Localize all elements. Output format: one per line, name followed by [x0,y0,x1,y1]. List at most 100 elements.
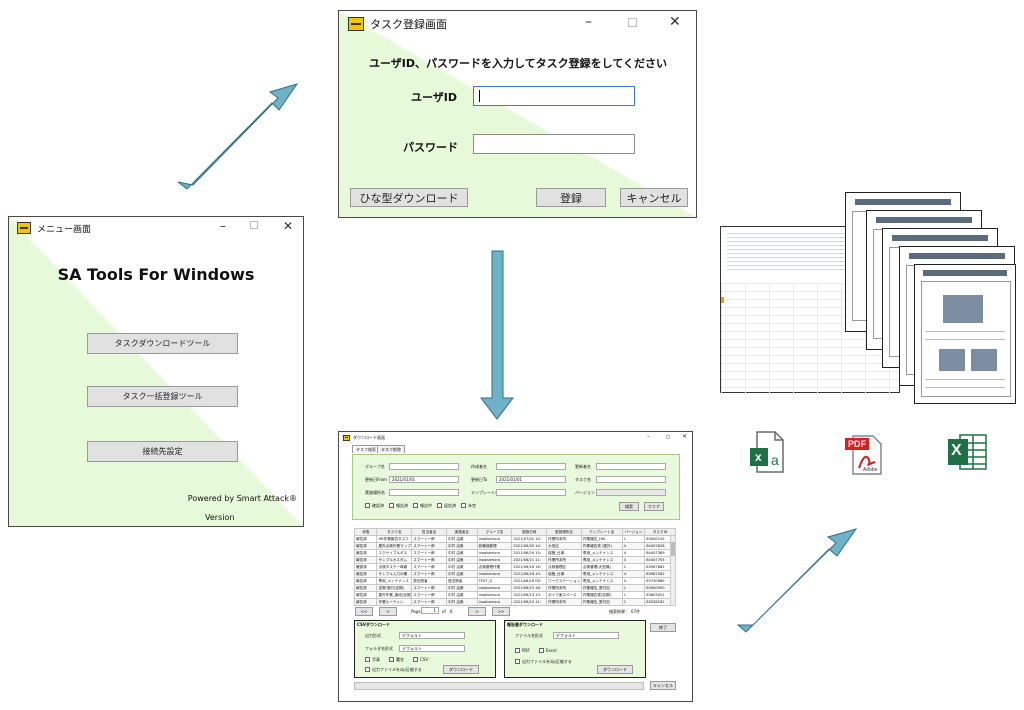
pdf-label: PDF [848,439,866,449]
password-label: パスワード [403,141,458,154]
tab-task-delete[interactable]: タスク削除 [377,445,405,453]
excel-file-icon: X [946,431,988,473]
csv-folder-label: フォルダ名形式 [365,646,393,651]
table-scrollbar[interactable] [670,536,675,605]
template-download-button[interactable]: ひな型ダウンロード [350,188,468,207]
version-text: Version [205,513,235,522]
download-cancel-button[interactable]: キャンセル [650,681,676,690]
date-from-label: 更新日From [365,477,387,482]
app-icon [17,222,31,234]
table-cell: 83538182 [644,598,676,606]
task-bulk-register-tool-button[interactable]: タスク一括登録ツール [87,386,238,407]
clear-button[interactable]: クリア [644,502,664,511]
csv-zip-label: 出力ファイルをzip圧縮する [372,667,422,672]
report-pdf-label: PDF [522,648,530,653]
minimize-icon[interactable]: – [647,433,650,440]
date-to-field[interactable]: 2021/01/01 [496,476,566,483]
task-window-title: タスク登録画面 [370,18,447,31]
pdf-file-icon: PDF Adobe [843,432,885,476]
xls-file-shape [750,431,784,473]
task-field[interactable] [596,476,666,483]
task-download-tool-button[interactable]: タスクダウンロードツール [87,333,238,354]
csv-csv-check[interactable] [413,657,418,662]
check-replied-label: 返信済 [444,503,456,508]
register-button[interactable]: 登録 [536,188,606,207]
check-reporting-label: 報告中 [420,503,432,508]
first-page-button[interactable]: << [355,607,373,616]
search-button[interactable]: 検索 [619,502,639,511]
csv-download-section: CSVダウンロード 出力形式 デフォルト フォルダ名形式 デフォルト 写真 署名… [354,620,496,678]
creator-select[interactable] [496,463,566,470]
csv-zip-check[interactable] [365,667,370,672]
maximize-icon [628,18,637,27]
arrow-menu-to-register [177,83,299,190]
xls-letter: x [755,450,762,464]
report-photo-1 [943,295,983,323]
cancel-button[interactable]: キャンセル [620,188,688,207]
version-select[interactable] [596,489,666,496]
table-cell: 1 [621,598,646,606]
last-page-button[interactable]: >> [492,607,510,616]
task-background [339,11,696,217]
csv-download-button[interactable]: ダウンロード [443,665,479,674]
menu-background [9,217,303,526]
check-reported[interactable] [389,503,394,508]
group-select[interactable] [389,463,459,470]
password-field[interactable] [473,134,635,154]
menu-window: メニュー画面 – ✕ SA Tools For Windows タスクダウンロー… [8,216,304,527]
task-titlebar: タスク登録画面 [339,11,696,37]
report-excel-check[interactable] [539,648,544,653]
csv-signature-label: 署名 [396,657,404,662]
template-select[interactable] [496,489,566,496]
minimize-icon[interactable]: – [585,14,592,30]
report-zip-label: 出力ファイルをzip圧縮する [522,659,572,664]
app-heading: SA Tools For Windows [57,265,255,284]
date-from-field[interactable]: 2021/01/01 [389,476,459,483]
report-zip-check[interactable] [515,659,520,664]
check-confirmed-label: 確認済 [372,503,384,508]
check-replied[interactable] [437,503,442,508]
date-to-value: 2021/01/01 [499,477,523,482]
user-id-field[interactable] [473,86,635,106]
csv-format-select[interactable]: デフォルト [399,632,465,639]
spreadsheet-thumbnail [720,226,900,393]
report-format-select[interactable]: デフォルト [553,632,619,639]
minimize-icon[interactable]: – [220,219,226,233]
check-incomplete[interactable] [461,503,466,508]
page-input[interactable]: 1 [421,607,439,614]
next-page-button[interactable]: > [468,607,486,616]
report-download-section: 報告書ダウンロード ファイル名形式 デフォルト PDF Excel 出力ファイル… [504,620,646,678]
close-icon[interactable]: ✕ [669,14,681,30]
site-select[interactable] [389,489,459,496]
close-icon[interactable]: ✕ [682,433,688,440]
check-confirmed[interactable] [365,503,370,508]
connection-settings-button[interactable]: 接続先設定 [87,441,238,462]
check-reporting[interactable] [413,503,418,508]
pdf-file-shape [845,435,882,475]
csv-signature-check[interactable] [389,657,394,662]
group-label: グループ名 [365,464,385,469]
updater-select[interactable] [596,463,666,470]
download-titlebar: ダウンロード画面 [339,432,692,443]
xls-file-icon: x a [749,430,787,474]
template-label: テンプレート名 [471,490,499,495]
csv-folder-select[interactable]: デフォルト [399,645,465,652]
report-format-value: デフォルト [556,633,576,638]
check-reported-label: 報告済 [396,503,408,508]
prev-page-button[interactable]: < [379,607,397,616]
close-icon[interactable]: ✕ [283,219,294,233]
close-button[interactable]: 終了 [650,623,676,632]
csv-photo-check[interactable] [365,657,370,662]
result-count-label: 検索結果： [609,609,629,614]
updater-label: 更新者名 [575,464,591,469]
report-pdf-check[interactable] [515,648,520,653]
report-format-label: ファイル名形式 [515,633,543,638]
version-label: バージョン [575,490,595,495]
report-download-button[interactable]: ダウンロード [597,665,633,674]
search-panel: グループ名 作成者名 更新者名 更新日From 2021/01/01 更新日To… [352,454,680,520]
scrollbar-thumb[interactable] [671,542,675,556]
